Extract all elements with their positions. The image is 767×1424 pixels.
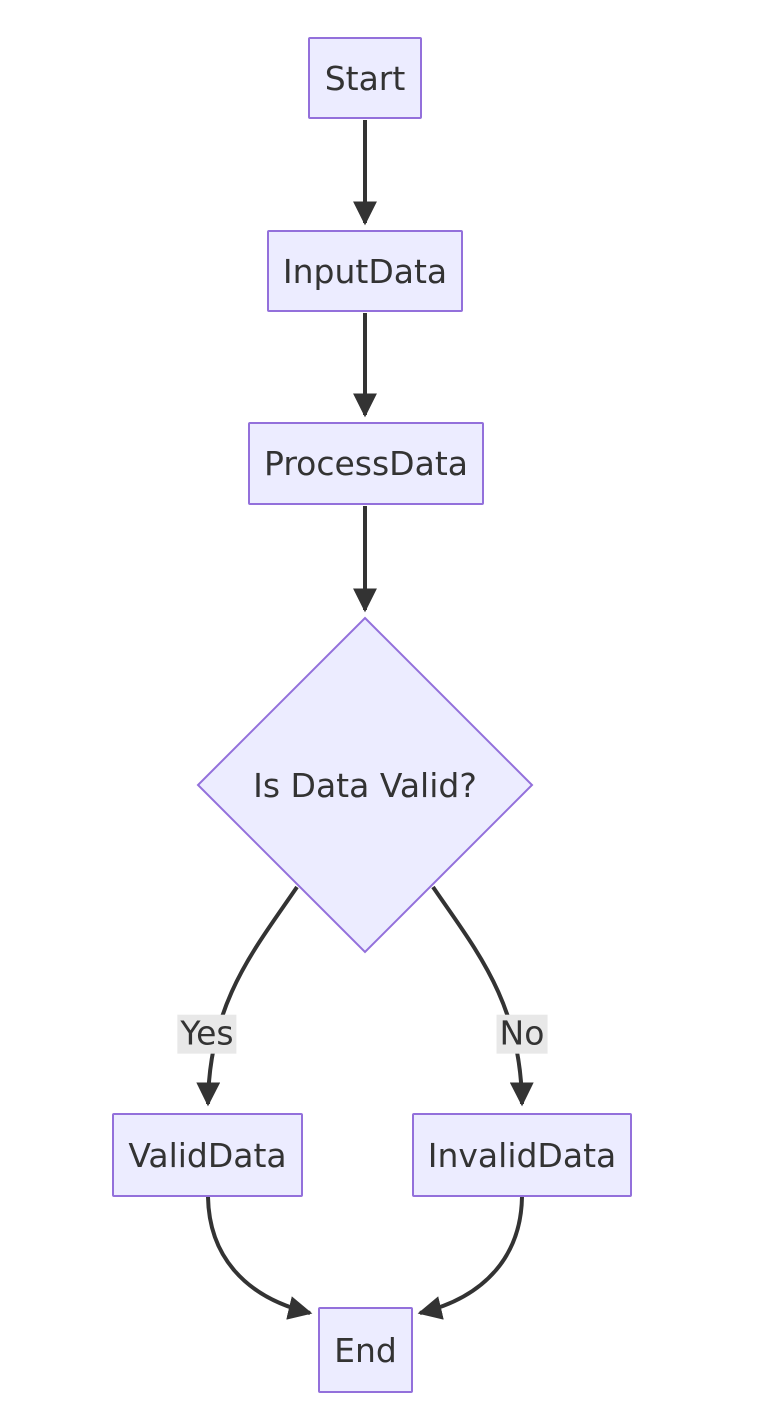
edge-label-yes: Yes [177, 1013, 237, 1054]
node-processdata-label: ProcessData [264, 444, 468, 483]
node-inputdata: InputData [267, 230, 463, 312]
node-decision-shape [196, 616, 534, 954]
node-validdata: ValidData [112, 1113, 303, 1197]
edge-decision-validdata [196, 885, 299, 1107]
node-validdata-label: ValidData [128, 1135, 287, 1175]
node-start-label: Start [324, 58, 406, 98]
edge-decision-invaliddata [431, 885, 534, 1107]
node-invaliddata: InvalidData [412, 1113, 632, 1197]
edge-label-yes-text: Yes [180, 1013, 234, 1053]
node-inputdata-label: InputData [282, 251, 448, 291]
edge-invaliddata-end [417, 1196, 524, 1320]
node-decision-text: Is Data Valid? [253, 765, 477, 805]
node-end: End [318, 1307, 413, 1393]
node-processdata: ProcessData [248, 422, 484, 505]
node-invaliddata-label: InvalidData [427, 1135, 617, 1175]
edge-label-no-text: No [499, 1013, 545, 1053]
edge-validdata-end [206, 1196, 313, 1320]
node-start: Start [308, 37, 422, 119]
node-end-label: End [334, 1330, 397, 1370]
edge-label-no: No [496, 1013, 548, 1054]
node-decision-label: Is Data Valid? [235, 758, 495, 812]
